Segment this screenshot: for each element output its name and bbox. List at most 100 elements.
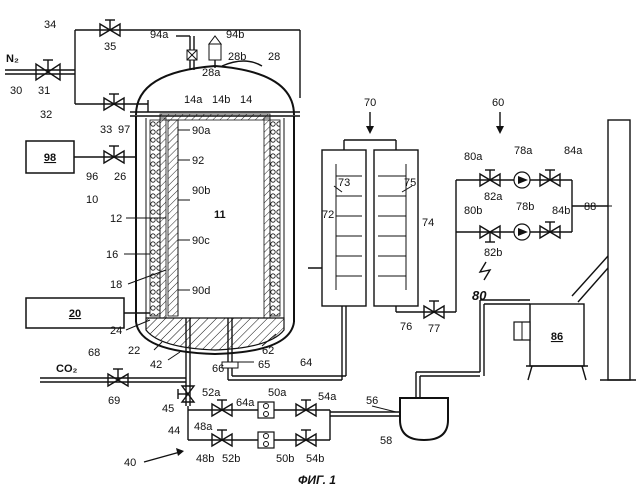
label-18: 18 <box>110 279 122 291</box>
label-32: 32 <box>40 109 52 121</box>
valve-52b <box>212 430 232 446</box>
box-98-label: 98 <box>44 152 56 164</box>
label-44: 44 <box>168 425 180 437</box>
valve-33 <box>104 94 124 110</box>
valve-77 <box>424 301 444 318</box>
valve-54b <box>296 430 316 446</box>
label-80: 80 <box>472 288 487 303</box>
label-50b: 50b <box>276 453 294 465</box>
label-80b: 80b <box>464 205 482 217</box>
label-54b: 54b <box>306 453 324 465</box>
n2-label: N₂ <box>6 53 19 65</box>
pump-78a <box>514 172 530 188</box>
label-30: 30 <box>10 85 22 97</box>
label-10: 10 <box>86 194 98 206</box>
unit-86-label: 86 <box>551 331 563 343</box>
label-84a: 84a <box>564 145 583 157</box>
label-77: 77 <box>428 323 440 335</box>
valve-97 <box>74 146 136 163</box>
label-97: 97 <box>118 124 130 136</box>
box-20-label: 20 <box>69 308 81 320</box>
label-78b: 78b <box>516 201 534 213</box>
label-92: 92 <box>192 155 204 167</box>
label-34: 34 <box>44 19 56 31</box>
label-88: 88 <box>584 201 596 213</box>
label-82a: 82a <box>484 191 503 203</box>
figure-caption: ФИГ. 1 <box>298 473 336 487</box>
condenser-72 <box>322 150 366 306</box>
valve-84b <box>540 222 560 238</box>
valve-82a <box>480 170 500 186</box>
valve-35 <box>100 20 120 36</box>
label-12: 12 <box>110 213 122 225</box>
pump-78b <box>514 224 530 240</box>
label-90d: 90d <box>192 285 210 297</box>
label-75: 75 <box>404 177 416 189</box>
label-73: 73 <box>338 177 350 189</box>
label-54a: 54a <box>318 391 337 403</box>
arrow-70 <box>366 112 374 134</box>
label-28: 28 <box>268 51 280 63</box>
valve-54a <box>296 400 316 416</box>
filter-50b <box>258 432 274 448</box>
label-78a: 78a <box>514 145 533 157</box>
label-58: 58 <box>380 435 392 447</box>
filter-50a <box>258 402 274 418</box>
label-82b: 82b <box>484 247 502 259</box>
label-80a: 80a <box>464 151 483 163</box>
label-76: 76 <box>400 321 412 333</box>
condenser-74 <box>374 150 418 306</box>
label-64a: 64a <box>236 397 255 409</box>
label-26: 26 <box>114 171 126 183</box>
label-94a: 94a <box>150 29 169 41</box>
valve-84a <box>540 170 560 186</box>
label-14a: 14a <box>184 94 203 106</box>
label-84b: 84b <box>552 205 570 217</box>
label-90b: 90b <box>192 185 210 197</box>
separator-58 <box>400 300 530 440</box>
label-35: 35 <box>104 41 116 53</box>
co2-label: CO₂ <box>56 363 78 375</box>
label-33: 33 <box>100 124 112 136</box>
label-72: 72 <box>322 209 334 221</box>
label-16: 16 <box>106 249 118 261</box>
label-40: 40 <box>124 457 136 469</box>
valve-82b <box>480 226 500 242</box>
label-52a: 52a <box>202 387 221 399</box>
label-68: 68 <box>88 347 100 359</box>
label-14b: 14b <box>212 94 230 106</box>
label-48b: 48b <box>196 453 214 465</box>
label-42: 42 <box>150 359 162 371</box>
arrow-40 <box>144 448 184 462</box>
label-56: 56 <box>366 395 378 407</box>
label-64: 64 <box>300 357 312 369</box>
label-31: 31 <box>38 85 50 97</box>
label-69: 69 <box>108 395 120 407</box>
label-11: 11 <box>214 209 226 221</box>
label-96: 96 <box>86 171 98 183</box>
arrow-60 <box>496 112 504 134</box>
label-50a: 50a <box>268 387 287 399</box>
label-60: 60 <box>492 97 504 109</box>
label-14: 14 <box>240 94 252 106</box>
label-90a: 90a <box>192 125 211 137</box>
valve-52a <box>212 400 232 416</box>
label-66: 66 <box>212 363 224 375</box>
label-90c: 90c <box>192 235 210 247</box>
zigzag-80 <box>480 262 490 280</box>
top-nozzle-assembly <box>176 36 262 70</box>
label-70: 70 <box>364 97 376 109</box>
label-74: 74 <box>422 217 434 229</box>
label-45: 45 <box>162 403 174 415</box>
label-62: 62 <box>262 345 274 357</box>
label-22: 22 <box>128 345 140 357</box>
label-28a: 28a <box>202 67 221 79</box>
label-28b: 28b <box>228 51 246 63</box>
leader-lines <box>124 130 612 412</box>
label-94b: 94b <box>226 29 244 41</box>
label-24: 24 <box>110 325 122 337</box>
label-48a: 48a <box>194 421 213 433</box>
label-52b: 52b <box>222 453 240 465</box>
label-65: 65 <box>258 359 270 371</box>
